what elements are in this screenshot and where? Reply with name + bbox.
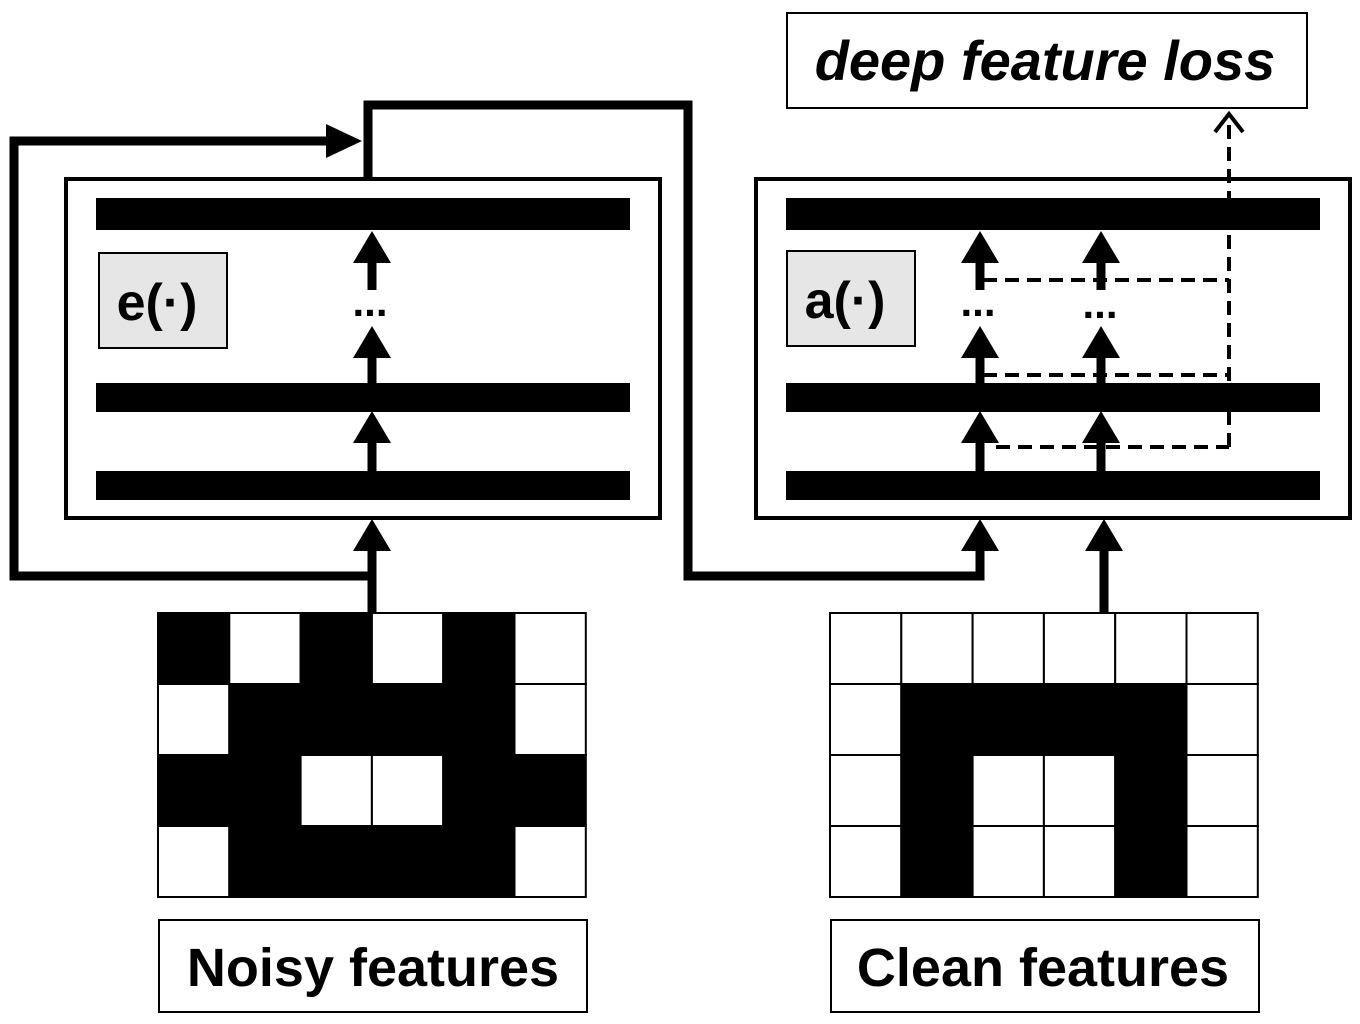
- noisy-grid-cell: [299, 754, 373, 827]
- clean-grid-cell: [1042, 754, 1117, 827]
- clean-grid-cell: [829, 754, 903, 827]
- encoder-to-auditor-head: [961, 519, 999, 551]
- clean-label-box: [830, 919, 1260, 1013]
- noisy-grid-cell: [442, 683, 516, 756]
- noisy-grid-cell: [513, 683, 587, 756]
- clean-label: Clean features: [857, 938, 1229, 998]
- clean-grid-cell: [971, 754, 1045, 827]
- skip-loop-arrow-head: [326, 124, 362, 158]
- noisy-grid-cell: [228, 683, 302, 756]
- encoder-layer-top: [96, 198, 630, 230]
- auditor-box: [754, 177, 1352, 520]
- connections: [9, 100, 1123, 612]
- noisy-grid-cell: [228, 825, 302, 898]
- noisy-grid-cell: [299, 825, 373, 898]
- auditor-label: a(·): [805, 272, 886, 330]
- noisy-grid-cell: [513, 754, 587, 827]
- clean-grid-cell: [1042, 825, 1117, 898]
- noisy-grid-cell: [370, 683, 445, 756]
- clean-grid-cell: [971, 825, 1045, 898]
- loss-arrow-head: [1213, 110, 1245, 134]
- skip-loop-line: [9, 136, 372, 581]
- auditor-arrow-head-r3: [1082, 231, 1120, 263]
- clean-grid-cell: [900, 612, 974, 685]
- loss-box: [786, 12, 1308, 109]
- encoder-layer-bottom: [96, 471, 630, 500]
- clean-grid-cell: [829, 825, 903, 898]
- clean-grid-cell: [1185, 683, 1259, 756]
- encoder-arrow-head-2: [353, 326, 391, 358]
- clean-grid-cell: [1042, 683, 1117, 756]
- auditor-label-box: [786, 250, 916, 347]
- clean-grid-cell: [900, 683, 974, 756]
- noisy-grid-cell: [299, 683, 373, 756]
- noisy-grid-cell: [157, 754, 231, 827]
- auditor-layer-middle: [786, 383, 1320, 412]
- auditor-network: a(·) ... ...: [754, 110, 1352, 520]
- noisy-grid-cell: [442, 754, 516, 827]
- noisy-grid-cell: [157, 612, 231, 685]
- clean-grid-cell: [900, 754, 974, 827]
- clean-grid-cell: [1114, 612, 1188, 685]
- clean-grid-cell: [829, 612, 903, 685]
- clean-to-auditor-head: [1085, 519, 1123, 551]
- encoder-label: e(·): [117, 274, 198, 332]
- encoder-label-box: [98, 252, 228, 349]
- clean-grid-cell: [1185, 754, 1259, 827]
- noisy-grid-cell: [157, 683, 231, 756]
- clean-grid-cell: [1185, 825, 1259, 898]
- noisy-grid-cell: [157, 825, 231, 898]
- loss-label: deep feature loss: [815, 29, 1276, 92]
- noisy-grid-cell: [370, 825, 445, 898]
- encoder-network: e(·) ...: [64, 177, 662, 520]
- encoder-arrow-head-3: [353, 231, 391, 263]
- auditor-arrow-head-r1: [1082, 411, 1120, 443]
- auditor-layer-top: [786, 198, 1320, 230]
- auditor-arrow-head-l2: [961, 326, 999, 358]
- noisy-grid-cell: [370, 612, 445, 685]
- noisy-label: Noisy features: [187, 938, 559, 998]
- clean-grid-cell: [971, 683, 1045, 756]
- clean-grid-cell: [1114, 754, 1188, 827]
- noisy-grid-cell: [228, 754, 302, 827]
- noisy-grid-cell: [442, 825, 516, 898]
- clean-grid-cell: [1114, 825, 1188, 898]
- clean-grid-cell: [829, 683, 903, 756]
- encoder-to-auditor-line: [363, 100, 985, 581]
- clean-grid-cell: [1114, 683, 1188, 756]
- auditor-arrow-head-l3: [961, 231, 999, 263]
- encoder-arrow-head-1: [353, 411, 391, 443]
- noisy-grid-cell: [228, 612, 302, 685]
- auditor-arrow-head-r2: [1082, 326, 1120, 358]
- clean-grid-cell: [971, 612, 1045, 685]
- clean-grid-cell: [1042, 612, 1117, 685]
- encoder-layer-middle: [96, 383, 630, 412]
- noisy-label-box: [158, 919, 588, 1013]
- clean-grid-cell: [1185, 612, 1259, 685]
- noisy-grid-cell: [513, 825, 587, 898]
- noisy-grid-cell: [513, 612, 587, 685]
- auditor-arrow-head-l1: [961, 411, 999, 443]
- auditor-layer-bottom: [786, 471, 1320, 500]
- clean-feature-grid: [829, 612, 1259, 898]
- noisy-grid-cell: [370, 754, 445, 827]
- noisy-grid-cell: [442, 612, 516, 685]
- noisy-to-encoder-head: [353, 519, 391, 551]
- feature-loss-taps: [983, 118, 1231, 449]
- clean-grid-cell: [900, 825, 974, 898]
- noisy-grid-cell: [299, 612, 373, 685]
- noisy-feature-grid: [157, 612, 587, 898]
